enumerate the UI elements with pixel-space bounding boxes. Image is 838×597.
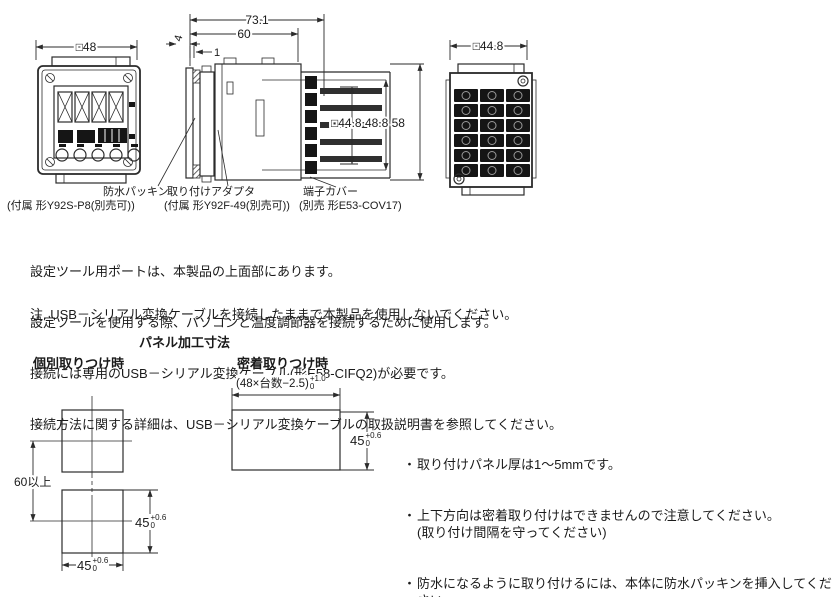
callout-mounting-adapter-title: 取り付けアダプタ xyxy=(167,186,255,198)
callout-terminal-cover-detail: (別売 形E53-COV17) xyxy=(299,200,402,212)
screw-icon xyxy=(45,73,133,167)
side-view-drawing: 73.1 60 4 1 xyxy=(157,11,424,188)
sv-display-icon xyxy=(98,128,127,143)
front-width-dim-label: □48 xyxy=(76,40,97,54)
front-buttons-icon xyxy=(55,144,141,162)
screw-icon xyxy=(517,75,529,87)
intro-line: 設定ツールを使用する際、パソコンと温度調節器を接続するために使用します。 xyxy=(30,315,497,330)
gang-mount-label: 密着取りつけ時 xyxy=(237,356,329,371)
gang-height-tolerance: +0.6 0 xyxy=(365,431,382,448)
gasket-hatch-icon xyxy=(192,164,201,179)
callout-waterproof-packing-title: 防水パッキン xyxy=(103,186,169,198)
gang-width-tolerance: +1.0 0 xyxy=(309,374,326,391)
side-body-depth-label: 60 xyxy=(237,27,251,41)
spacing-dim-label: 60以上 xyxy=(14,475,51,489)
list-item: ・ 取り付けパネル厚は1～5mmです。 xyxy=(403,457,621,472)
callout-leader-line xyxy=(157,117,196,187)
rear-width-dim-label: □44.8 xyxy=(473,39,504,53)
intro-paragraph: 設定ツール用ポートは、本製品の上面部にあります。 設定ツールを使用する際、パソコ… xyxy=(30,229,590,467)
gasket-hatch-icon xyxy=(192,69,201,84)
individual-cutout-drawing: 60以上 xyxy=(12,396,158,571)
cutout-height-dim: 45 +0.6 0 xyxy=(134,513,168,530)
panel-cutout-drawings: 60以上 xyxy=(12,388,374,571)
cutout-width-dim: 45 +0.6 0 xyxy=(76,556,110,573)
individual-mount-label: 個別取りつけ時 xyxy=(33,356,125,371)
side-total-depth-label: 73.1 xyxy=(245,13,269,27)
caution-note: 注. USB－シリアル変換ケーブルを接続したままで本製品を使用しないでください。 xyxy=(30,307,518,322)
gang-height-dim: 45 +0.6 0 xyxy=(349,431,383,448)
callout-leader-line xyxy=(217,129,229,187)
mounting-adapter-shape xyxy=(199,71,215,177)
mounting-notes-list: ・ 取り付けパネル厚は1～5mmです。 ・ 上下方向は密着取り付けはできませんの… xyxy=(403,422,838,597)
seven-segment-display-icon xyxy=(57,91,124,123)
gang-cutout-drawing xyxy=(231,388,374,471)
front-view-drawing: □48 xyxy=(35,38,141,184)
pv-indicator-icon xyxy=(129,102,135,107)
intro-line: 設定ツール用ポートは、本製品の上面部にあります。 xyxy=(30,264,341,279)
side-height-dims-label: □44.8 48.8 58 xyxy=(331,116,405,130)
list-item: ・ 防水になるように取り付けるには、本体に防水パッキンを挿入してください。 xyxy=(403,576,832,597)
list-item: ・ 上下方向は密着取り付けはできませんので注意してください。 (取り付け間隔を守… xyxy=(403,508,780,540)
callout-leader-line xyxy=(309,176,337,188)
sv-indicator-icon xyxy=(129,134,135,139)
terminal-grid-icon xyxy=(454,89,530,177)
panel-cutout-title: パネル加工寸法 xyxy=(139,335,231,350)
gang-width-formula-text: (48×台数−2.5) xyxy=(236,378,309,390)
callout-mounting-adapter-detail: (付属 形Y92F-49(別売可)) xyxy=(164,200,290,212)
cutout-width-tolerance: +0.6 0 xyxy=(92,556,109,573)
intro-line: 接続には専用のUSB－シリアル変換ケーブル(形E58-CIFQ2)が必要です。 xyxy=(30,366,454,381)
callout-terminal-cover-title: 端子カバー xyxy=(303,186,358,198)
rear-view-drawing: □44.8 xyxy=(445,37,537,196)
callout-waterproof-packing-detail: (付属 形Y92S-P8(別売可)) xyxy=(7,200,135,212)
dimension-drawings: □48 xyxy=(35,11,537,196)
side-bezel-dim-label: 4 xyxy=(172,34,185,43)
intro-line: 接続方法に関する詳細は、USB－シリアル変換ケーブルの取扱説明書を参照してくださ… xyxy=(30,417,563,432)
screw-icon xyxy=(453,173,465,185)
side-gap-dim-label: 1 xyxy=(214,47,220,59)
cutout-height-tolerance: +0.6 0 xyxy=(150,513,167,530)
gang-width-formula: (48×台数−2.5) +1.0 0 xyxy=(236,375,326,391)
